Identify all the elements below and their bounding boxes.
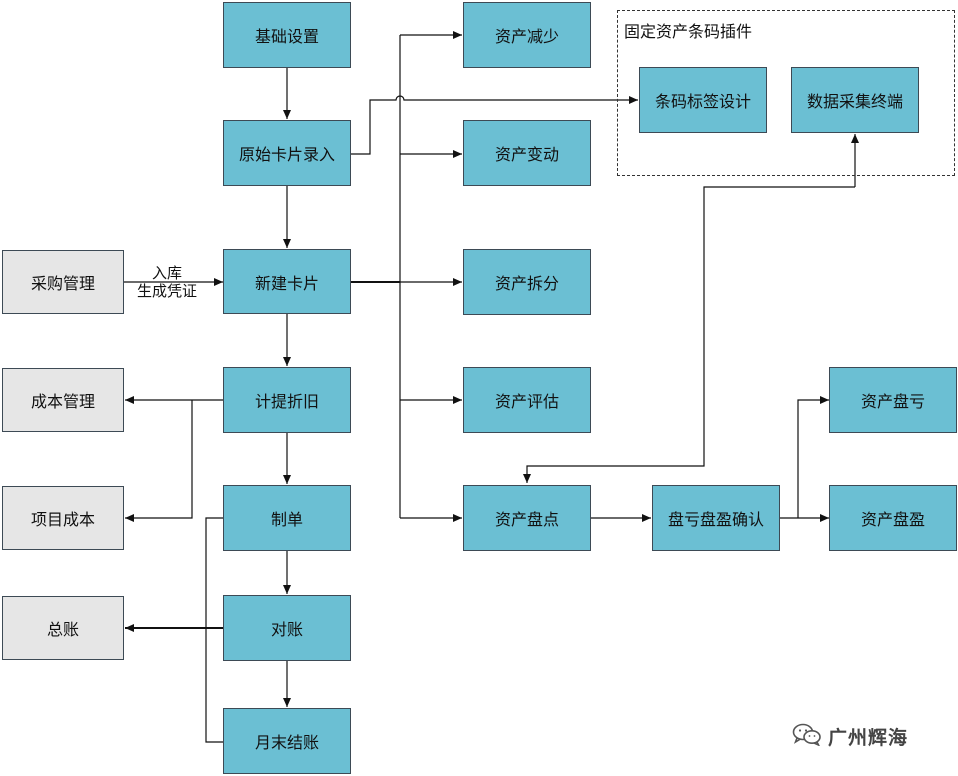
- wechat-icon: [792, 722, 822, 750]
- edge-terminal-link: [523, 186, 855, 483]
- node-new-card: 新建卡片: [223, 249, 351, 314]
- edge-label-line1: 入库: [152, 264, 183, 282]
- node-inventory-confirm: 盘亏盘盈确认: [652, 485, 780, 551]
- node-month-end: 月末结账: [223, 708, 351, 774]
- node-purchase: 采购管理: [2, 250, 124, 314]
- watermark-text: 广州辉海: [828, 726, 909, 749]
- edge-label-line2: 生成凭证: [137, 282, 198, 300]
- node-inventory-loss: 资产盘亏: [829, 367, 957, 433]
- watermark: 广州辉海: [792, 722, 908, 750]
- node-original-card: 原始卡片录入: [223, 120, 351, 186]
- node-general-ledger: 总账: [2, 596, 124, 660]
- node-reconcile: 对账: [223, 595, 351, 661]
- node-depreciation: 计提折旧: [223, 367, 351, 433]
- node-asset-decrease: 资产减少: [463, 2, 591, 68]
- node-basic-settings: 基础设置: [223, 2, 351, 68]
- edge-label-purchase: 入库 生成凭证: [137, 264, 197, 300]
- node-cost-mgmt: 成本管理: [2, 368, 124, 432]
- node-asset-inventory: 资产盘点: [463, 485, 591, 551]
- node-project-cost: 项目成本: [2, 486, 124, 550]
- plugin-group: 固定资产条码插件: [617, 10, 955, 176]
- node-asset-evaluate: 资产评估: [463, 367, 591, 433]
- edge-original-to-barcode: [351, 95, 638, 155]
- edge-depreciation-to-project: [125, 400, 193, 522]
- node-asset-split: 资产拆分: [463, 249, 591, 315]
- node-asset-change: 资产变动: [463, 120, 591, 186]
- plugin-group-title: 固定资产条码插件: [624, 22, 753, 41]
- edge-confirm-to-loss: [797, 396, 829, 518]
- node-inventory-gain: 资产盘盈: [829, 485, 957, 551]
- node-barcode-design: 条码标签设计: [639, 67, 767, 133]
- node-voucher: 制单: [223, 485, 351, 551]
- node-data-terminal: 数据采集终端: [791, 67, 919, 133]
- edge-voucher-to-ledger: [205, 517, 223, 743]
